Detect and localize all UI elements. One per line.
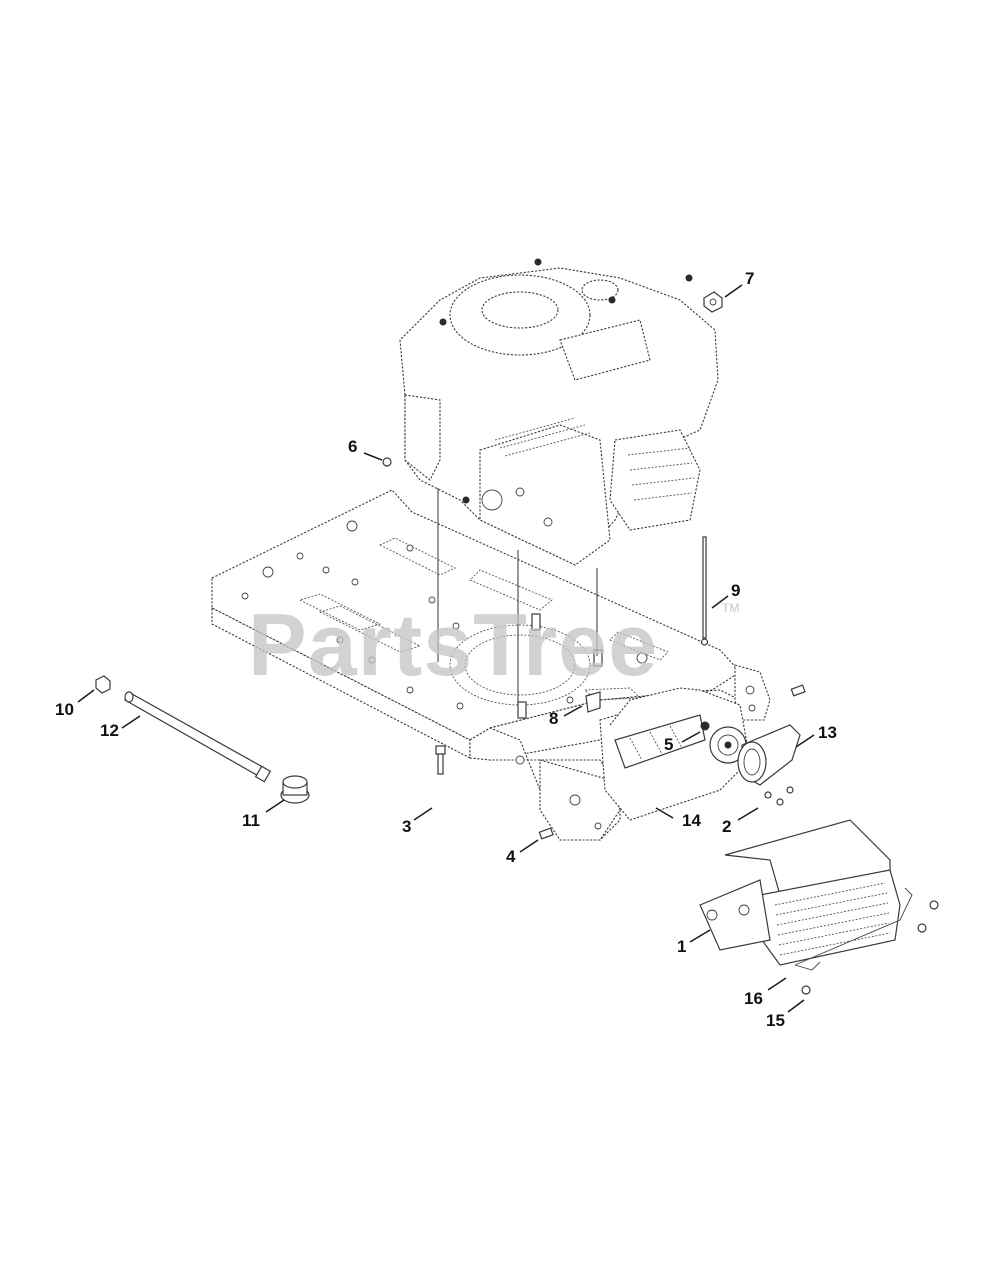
part-8-bracket bbox=[585, 691, 601, 713]
part-14-muffler bbox=[599, 687, 751, 821]
callout-12: 12 bbox=[100, 721, 119, 740]
watermark: PartsTree TM bbox=[248, 595, 739, 694]
callout-1: 1 bbox=[677, 937, 686, 956]
callout-9: 9 bbox=[731, 581, 740, 600]
callout-6: 6 bbox=[348, 437, 357, 456]
mounting-guide-lines bbox=[437, 488, 598, 708]
part-9-rod bbox=[700, 536, 709, 646]
callout-16: 16 bbox=[744, 989, 763, 1008]
part-13-deflector bbox=[737, 724, 801, 786]
part-4-bolt bbox=[538, 827, 554, 840]
part-7-nut bbox=[703, 291, 723, 313]
part-6-nut bbox=[382, 457, 392, 467]
callout-11: 11 bbox=[242, 811, 260, 830]
watermark-text: PartsTree bbox=[248, 595, 658, 694]
callout-13: 13 bbox=[818, 723, 837, 742]
part-10-nut bbox=[95, 675, 111, 694]
callout-5: 5 bbox=[664, 735, 673, 754]
callout-7: 7 bbox=[745, 269, 754, 288]
part-3-bolt bbox=[435, 745, 446, 775]
part-1-muffler-guard bbox=[699, 819, 939, 995]
callout-15: 15 bbox=[766, 1011, 785, 1030]
part-2-screws bbox=[764, 786, 794, 806]
callout-10: 10 bbox=[55, 700, 74, 719]
callout-8: 8 bbox=[549, 709, 558, 728]
part-bolt-upper-right bbox=[790, 684, 806, 697]
engine bbox=[399, 258, 719, 566]
callout-14: 14 bbox=[682, 811, 701, 830]
callout-2: 2 bbox=[722, 817, 731, 836]
louvers bbox=[774, 882, 891, 956]
callout-3: 3 bbox=[402, 817, 411, 836]
callout-4: 4 bbox=[506, 847, 516, 866]
part-11-bushing bbox=[280, 775, 310, 804]
chassis-frame bbox=[211, 489, 771, 841]
watermark-trademark: TM bbox=[722, 601, 739, 615]
part-12-axle bbox=[123, 691, 272, 783]
callouts: 7 6 9 10 12 8 5 13 3 11 14 2 4 bbox=[55, 269, 837, 1030]
